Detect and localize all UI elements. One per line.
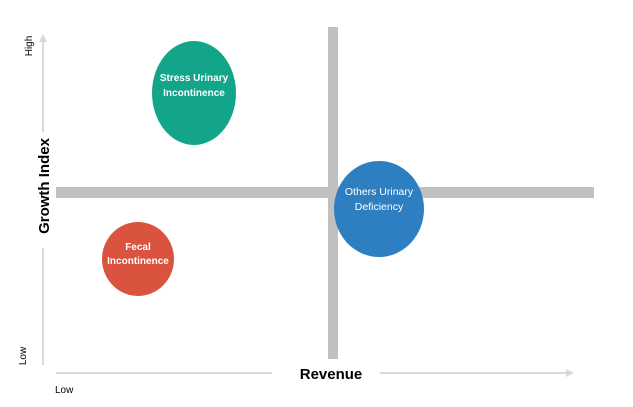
bubble-others-shape <box>334 161 424 257</box>
bubble-fecal-shape <box>102 222 174 296</box>
y-axis-low-label: Low <box>18 346 29 365</box>
x-axis-low-label: Low <box>55 385 74 396</box>
bubble-fecal-label-line2: Incontinence <box>107 256 169 267</box>
bubble-fecal-label-line1: Fecal <box>125 242 151 253</box>
y-axis-high-label: High <box>24 36 35 57</box>
horizontal-divider <box>56 187 594 198</box>
bubble-others-label-line2: Deficiency <box>355 201 404 213</box>
bubble-others-label-line1: Others Urinary <box>345 186 414 198</box>
bubble-stress-label-line1: Stress Urinary <box>160 73 229 84</box>
bubble-stress-urinary-incontinence: Stress Urinary Incontinence <box>152 41 236 145</box>
bubble-others-urinary-deficiency: Others Urinary Deficiency <box>334 161 424 257</box>
x-axis-title: Revenue <box>300 366 363 383</box>
bubble-fecal-incontinence: Fecal Incontinence <box>102 222 174 296</box>
bubble-stress-label-line2: Incontinence <box>163 88 225 99</box>
vertical-divider <box>328 27 338 359</box>
bubble-stress-shape <box>152 41 236 145</box>
y-axis-title: Growth Index <box>36 137 53 233</box>
